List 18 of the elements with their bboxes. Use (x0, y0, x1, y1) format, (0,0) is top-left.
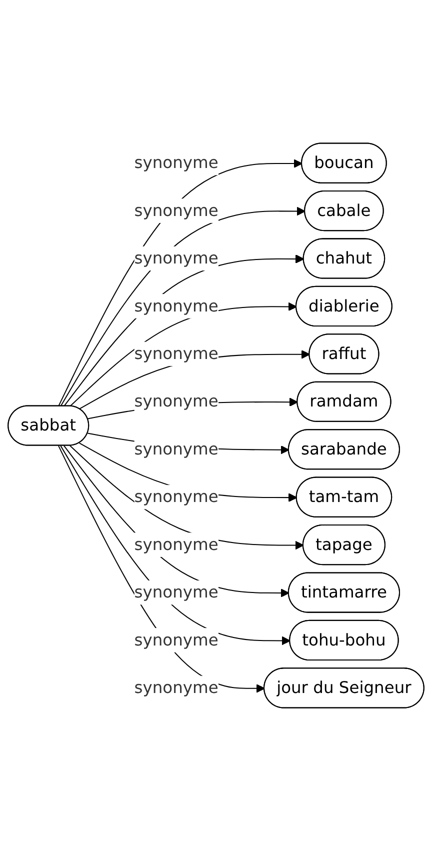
edge-label: synonyme (134, 630, 218, 650)
edge-label: synonyme (134, 534, 218, 554)
edge-label: synonyme (134, 200, 218, 220)
edge-label: synonyme (134, 391, 218, 411)
edge-label: synonyme (134, 248, 218, 268)
arrow (60, 206, 306, 406)
edge-label: synonyme (134, 152, 218, 172)
edge-label: synonyme (134, 486, 218, 506)
arrow (64, 254, 304, 407)
arrow (58, 446, 265, 693)
edge-label: synonyme (134, 582, 218, 602)
edge-label: synonyme (134, 678, 218, 698)
arrow (70, 302, 297, 407)
edge-label: synonyme (134, 439, 218, 458)
arrow (60, 446, 290, 646)
edge-label: synonyme (134, 296, 218, 316)
edge-label: synonyme (134, 344, 218, 364)
arrow (70, 445, 304, 550)
